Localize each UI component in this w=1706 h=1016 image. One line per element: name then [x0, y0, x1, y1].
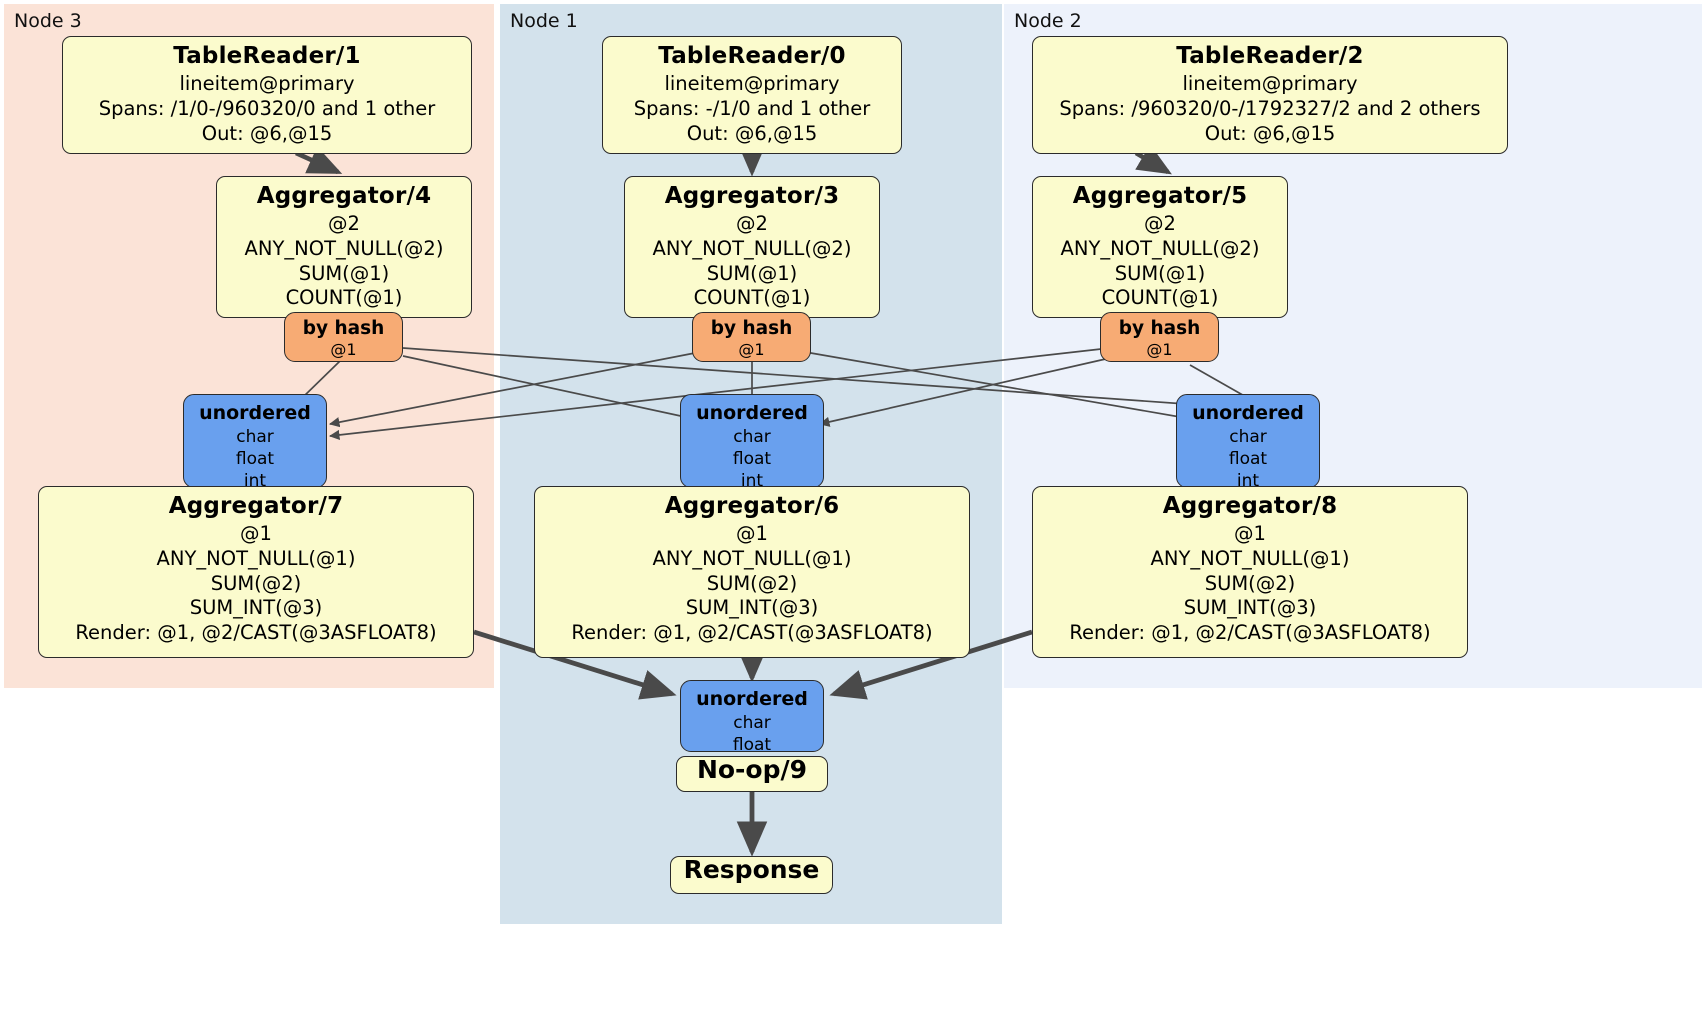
aggregator-8-line-2: SUM(@2)	[1204, 571, 1296, 595]
aggregator-5-line-0: @2	[1144, 212, 1176, 236]
table-reader-1-line-0: lineitem@primary	[179, 72, 355, 96]
processor-table-reader-0[interactable]: TableReader/0 lineitem@primary Spans: -/…	[602, 36, 902, 154]
table-reader-1-line-2: Out: @6,@15	[201, 121, 333, 145]
table-reader-1-title: TableReader/1	[173, 43, 361, 69]
processor-aggregator-6[interactable]: Aggregator/6 @1 ANY_NOT_NULL(@1) SUM(@2)…	[534, 486, 970, 658]
table-reader-0-line-2: Out: @6,@15	[686, 121, 818, 145]
panel-node-3-label: Node 3	[14, 10, 82, 32]
aggregator-4-line-1: ANY_NOT_NULL(@2)	[244, 236, 444, 260]
by-hash-node-1-title: by hash	[710, 318, 793, 339]
processor-aggregator-4[interactable]: Aggregator/4 @2 ANY_NOT_NULL(@2) SUM(@1)…	[216, 176, 472, 318]
aggregator-6-line-0: @1	[736, 522, 768, 546]
table-reader-2-line-1: Spans: /960320/0-/1792327/2 and 2 others	[1059, 96, 1481, 120]
unordered-node-2-line-1: float	[1228, 448, 1268, 469]
by-hash-node-2-title: by hash	[1118, 318, 1201, 339]
processor-no-op-9[interactable]: No-op/9	[676, 756, 828, 792]
aggregator-8-line-1: ANY_NOT_NULL(@1)	[1150, 546, 1350, 570]
by-hash-node-2-line: @1	[1146, 340, 1173, 360]
processor-aggregator-7[interactable]: Aggregator/7 @1 ANY_NOT_NULL(@1) SUM(@2)…	[38, 486, 474, 658]
processor-response[interactable]: Response	[670, 856, 833, 894]
receiver-unordered-final[interactable]: unordered char float	[680, 680, 824, 755]
aggregator-7-line-3: SUM_INT(@3)	[189, 596, 323, 620]
unordered-node-1-title: unordered	[696, 402, 808, 424]
aggregator-7-title: Aggregator/7	[168, 493, 344, 519]
by-hash-node-1-line: @1	[738, 340, 765, 360]
unordered-node-1-line-2: int	[740, 470, 764, 491]
by-hash-node-3-title: by hash	[302, 318, 385, 339]
processor-table-reader-2[interactable]: TableReader/2 lineitem@primary Spans: /9…	[1032, 36, 1508, 154]
no-op-9-title: No-op/9	[696, 755, 808, 784]
aggregator-3-line-1: ANY_NOT_NULL(@2)	[652, 236, 852, 260]
aggregator-6-line-2: SUM(@2)	[706, 571, 798, 595]
receiver-unordered-node-2[interactable]: unordered char float int	[1176, 394, 1320, 491]
aggregator-4-line-0: @2	[328, 212, 360, 236]
unordered-node-3-line-1: float	[235, 448, 275, 469]
processor-aggregator-8[interactable]: Aggregator/8 @1 ANY_NOT_NULL(@1) SUM(@2)…	[1032, 486, 1468, 658]
response-title: Response	[683, 855, 820, 884]
table-reader-2-line-0: lineitem@primary	[1182, 72, 1358, 96]
receiver-unordered-node-1[interactable]: unordered char float int	[680, 394, 824, 491]
processor-table-reader-1[interactable]: TableReader/1 lineitem@primary Spans: /1…	[62, 36, 472, 154]
table-reader-0-line-0: lineitem@primary	[664, 72, 840, 96]
aggregator-6-line-3: SUM_INT(@3)	[685, 596, 819, 620]
aggregator-5-title: Aggregator/5	[1072, 183, 1248, 209]
unordered-node-3-line-2: int	[243, 470, 267, 491]
unordered-node-2-line-2: int	[1236, 470, 1260, 491]
table-reader-0-title: TableReader/0	[658, 43, 846, 69]
table-reader-2-title: TableReader/2	[1176, 43, 1364, 69]
table-reader-0-line-1: Spans: -/1/0 and 1 other	[633, 96, 871, 120]
unordered-final-line-1: float	[732, 734, 772, 755]
aggregator-3-title: Aggregator/3	[664, 183, 840, 209]
panel-node-2-label: Node 2	[1014, 10, 1082, 32]
table-reader-2-line-2: Out: @6,@15	[1204, 121, 1336, 145]
aggregator-5-line-3: COUNT(@1)	[1101, 286, 1219, 310]
by-hash-node-3-line: @1	[330, 340, 357, 360]
aggregator-7-line-1: ANY_NOT_NULL(@1)	[156, 546, 356, 570]
unordered-node-1-line-1: float	[732, 448, 772, 469]
receiver-unordered-node-3[interactable]: unordered char float int	[183, 394, 327, 491]
aggregator-8-line-0: @1	[1234, 522, 1266, 546]
aggregator-4-title: Aggregator/4	[256, 183, 432, 209]
aggregator-4-line-2: SUM(@1)	[298, 261, 390, 285]
aggregator-8-line-3: SUM_INT(@3)	[1183, 596, 1317, 620]
aggregator-4-line-3: COUNT(@1)	[285, 286, 403, 310]
unordered-node-3-line-0: char	[236, 426, 274, 447]
unordered-node-1-line-0: char	[733, 426, 771, 447]
aggregator-7-line-2: SUM(@2)	[210, 571, 302, 595]
table-reader-1-line-1: Spans: /1/0-/960320/0 and 1 other	[98, 96, 436, 120]
router-by-hash-node-1[interactable]: by hash @1	[692, 312, 811, 362]
aggregator-5-line-2: SUM(@1)	[1114, 261, 1206, 285]
unordered-node-2-title: unordered	[1192, 402, 1304, 424]
aggregator-3-line-3: COUNT(@1)	[693, 286, 811, 310]
unordered-final-title: unordered	[696, 688, 808, 710]
aggregator-8-title: Aggregator/8	[1162, 493, 1338, 519]
aggregator-3-line-0: @2	[736, 212, 768, 236]
aggregator-6-line-4: Render: @1, @2/CAST(@3ASFLOAT8)	[571, 621, 933, 645]
processor-aggregator-3[interactable]: Aggregator/3 @2 ANY_NOT_NULL(@2) SUM(@1)…	[624, 176, 880, 318]
aggregator-6-line-1: ANY_NOT_NULL(@1)	[652, 546, 852, 570]
aggregator-6-title: Aggregator/6	[664, 493, 840, 519]
router-by-hash-node-2[interactable]: by hash @1	[1100, 312, 1219, 362]
aggregator-7-line-0: @1	[240, 522, 272, 546]
router-by-hash-node-3[interactable]: by hash @1	[284, 312, 403, 362]
aggregator-5-line-1: ANY_NOT_NULL(@2)	[1060, 236, 1260, 260]
processor-aggregator-5[interactable]: Aggregator/5 @2 ANY_NOT_NULL(@2) SUM(@1)…	[1032, 176, 1288, 318]
aggregator-7-line-4: Render: @1, @2/CAST(@3ASFLOAT8)	[75, 621, 437, 645]
unordered-node-2-line-0: char	[1229, 426, 1267, 447]
panel-node-1-label: Node 1	[510, 10, 578, 32]
aggregator-8-line-4: Render: @1, @2/CAST(@3ASFLOAT8)	[1069, 621, 1431, 645]
unordered-node-3-title: unordered	[199, 402, 311, 424]
aggregator-3-line-2: SUM(@1)	[706, 261, 798, 285]
unordered-final-line-0: char	[733, 712, 771, 733]
